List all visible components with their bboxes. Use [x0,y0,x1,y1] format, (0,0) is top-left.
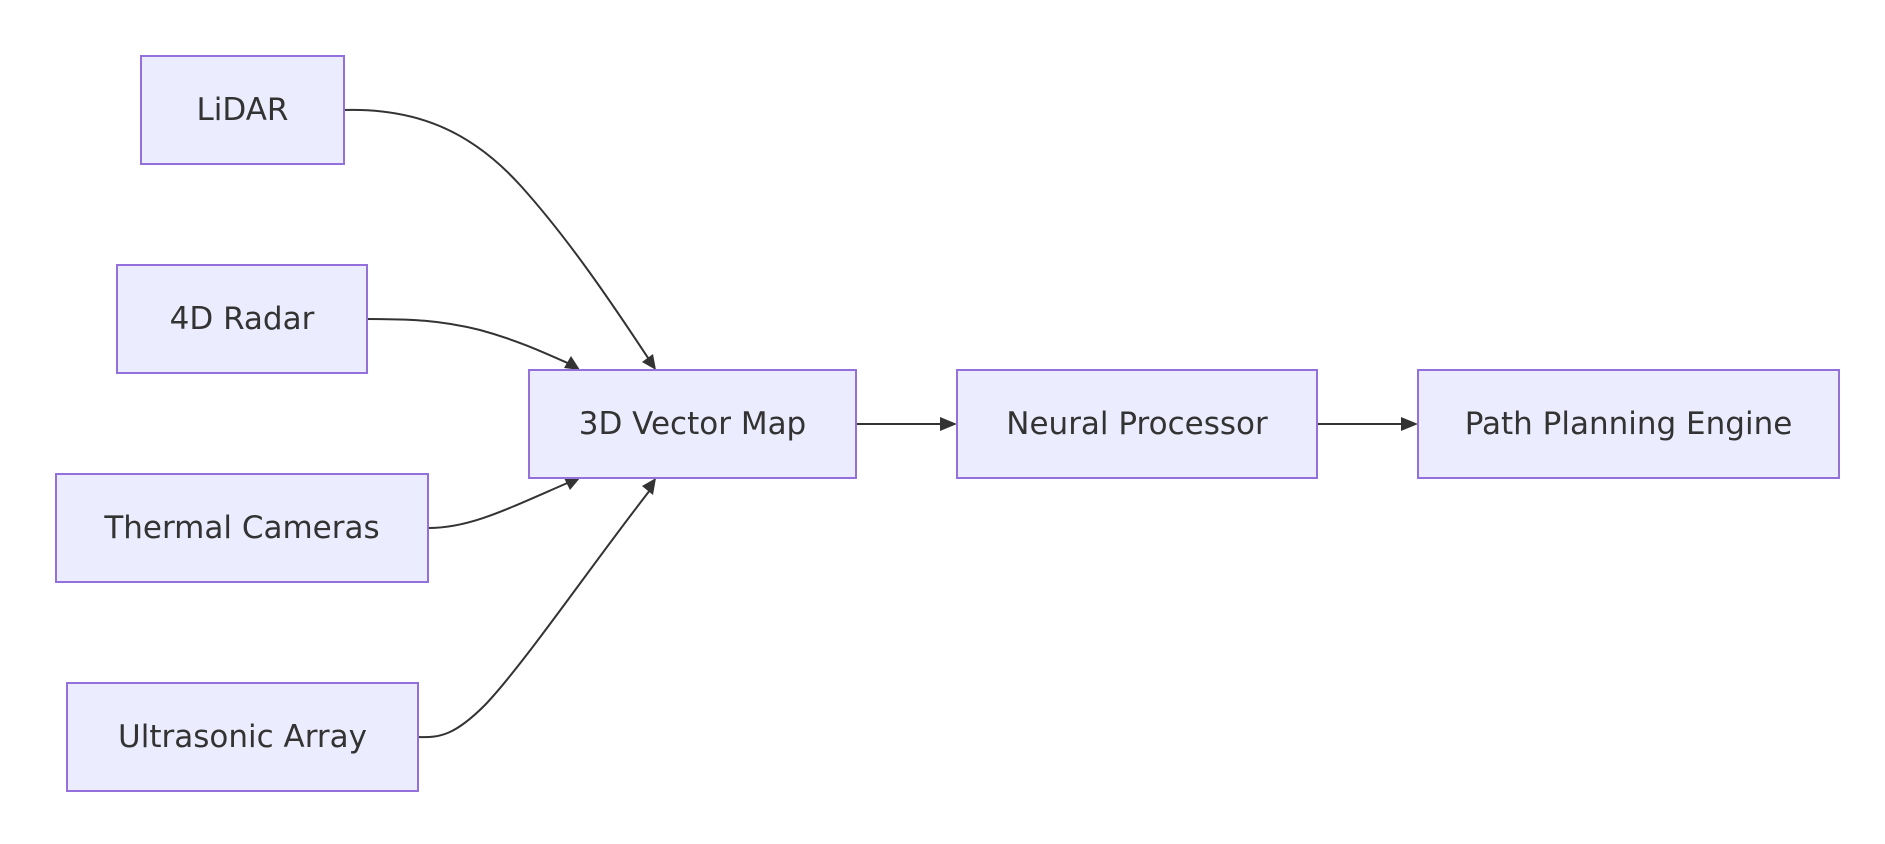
arrowhead-lidar-to-vector-map [642,354,656,370]
node-label-3d-vector-map: 3D Vector Map [579,406,807,442]
arrowhead-vector-map-to-neural [940,417,957,431]
arrowhead-ultrasonic-to-vector-map [642,478,656,495]
node-label-thermal-cameras: Thermal Cameras [103,510,379,546]
node-4d-radar[interactable]: 4D Radar [116,264,368,374]
edge-lidar-to-vector-map [343,108,655,368]
edge-thermal-to-vector-map [427,480,573,529]
node-ultrasonic-array[interactable]: Ultrasonic Array [66,682,419,792]
node-thermal-cameras[interactable]: Thermal Cameras [55,473,429,583]
arrowhead-thermal-to-vector-map [564,478,580,490]
node-3d-vector-map[interactable]: 3D Vector Map [528,369,857,479]
edge-ultrasonic-to-vector-map [417,484,655,739]
node-lidar[interactable]: LiDAR [140,55,345,165]
node-label-neural-processor: Neural Processor [1006,406,1268,442]
arrowhead-radar-to-vector-map [564,356,580,370]
node-label-path-planning-engine: Path Planning Engine [1465,406,1793,442]
node-path-planning-engine[interactable]: Path Planning Engine [1417,369,1840,479]
edges [343,108,1418,739]
node-label-ultrasonic-array: Ultrasonic Array [118,719,367,755]
node-label-4d-radar: 4D Radar [170,301,315,337]
nodes: LiDAR 4D Radar Thermal Cameras Ultrasoni… [55,55,1840,792]
node-neural-processor[interactable]: Neural Processor [956,369,1318,479]
arrowhead-neural-to-path-planning [1401,417,1418,431]
node-label-lidar: LiDAR [197,92,289,128]
edge-radar-to-vector-map [366,318,573,366]
